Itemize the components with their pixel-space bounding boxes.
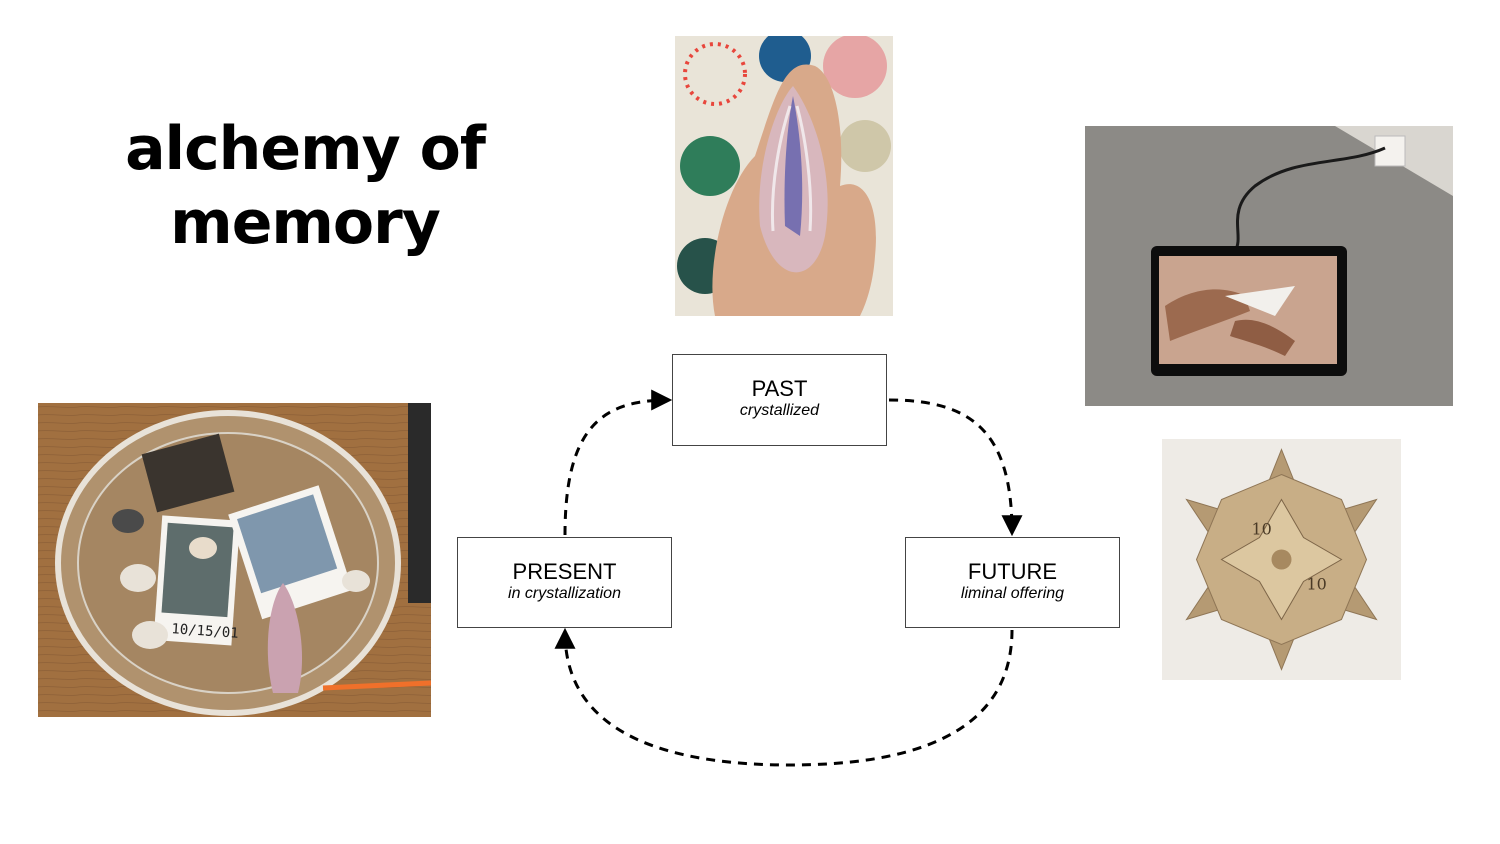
money-star-photo: 10 10 [1162, 439, 1401, 680]
dish-polaroid-date: 10/15/01 [171, 621, 239, 642]
node-past: PAST crystallized [672, 354, 887, 446]
arrow-present-to-past [563, 389, 673, 536]
node-past-sub: crystallized [739, 402, 820, 419]
crystal-hand-photo [675, 36, 893, 316]
star-banknote-text: 10 [1252, 520, 1272, 539]
node-future: FUTURE liminal offering [905, 537, 1120, 628]
arrow-past-to-future [888, 398, 1023, 537]
node-future-sub: liminal offering [960, 585, 1065, 602]
glass-dish-photo: 10/15/01 [38, 403, 431, 717]
slide-title: alchemy of memory [80, 112, 530, 260]
node-past-label: PAST [751, 376, 808, 401]
arrow-future-to-present [554, 627, 1014, 767]
node-present-label: PRESENT [512, 559, 617, 584]
title-line-2: memory [170, 188, 441, 258]
title-line-1: alchemy of [125, 114, 486, 184]
star-banknote-text-2: 10 [1307, 575, 1327, 594]
node-present-sub: in crystallization [508, 585, 621, 602]
node-future-label: FUTURE [967, 559, 1058, 584]
node-present: PRESENT in crystallization [457, 537, 672, 628]
tablet-video-photo [1085, 126, 1453, 406]
